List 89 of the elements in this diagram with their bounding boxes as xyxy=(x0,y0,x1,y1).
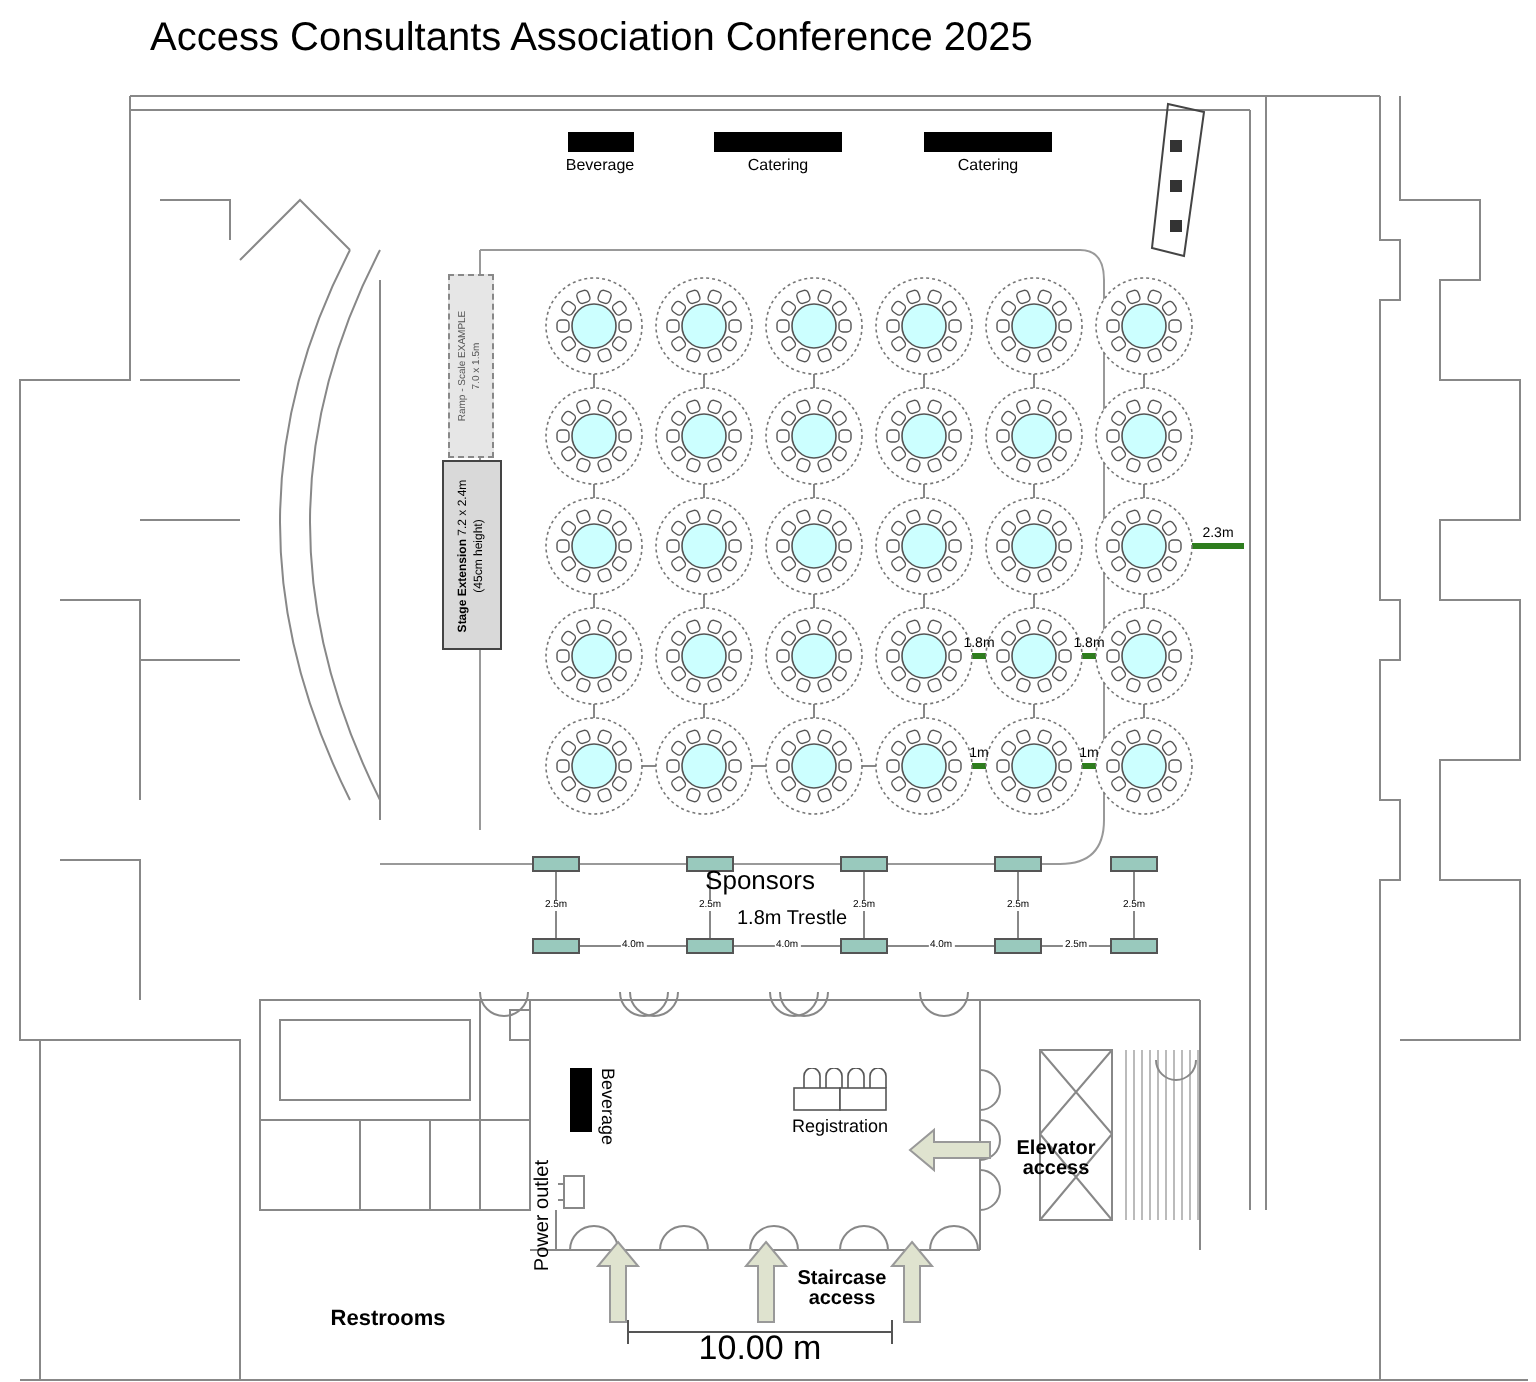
spacing-line xyxy=(1143,593,1145,609)
trestle-table xyxy=(532,856,580,872)
round-table-drawing xyxy=(654,276,754,376)
spacing-line xyxy=(579,945,687,947)
spacing-line xyxy=(813,483,815,499)
round-table-drawing xyxy=(654,716,754,816)
spacing-line xyxy=(813,593,815,609)
diagram-title: Access Consultants Association Conference 2025 xyxy=(150,14,1033,64)
round-table-drawing xyxy=(764,386,864,486)
area-label: 1.8m Trestle xyxy=(736,910,848,930)
round-table-drawing xyxy=(1094,716,1194,816)
round-table-drawing xyxy=(1094,386,1194,486)
round-table-drawing xyxy=(764,496,864,596)
counter-label: Beverage xyxy=(565,156,635,176)
ramp-area xyxy=(448,274,494,458)
spacing-line xyxy=(972,653,986,659)
round-table-drawing xyxy=(544,716,644,816)
round-table-drawing xyxy=(1094,276,1194,376)
area-label: Power outlet xyxy=(532,1160,556,1272)
spacing-line xyxy=(887,945,995,947)
round-table-drawing xyxy=(874,716,974,816)
spacing-line xyxy=(709,871,711,939)
round-table-drawing xyxy=(544,496,644,596)
round-table-drawing xyxy=(764,276,864,376)
area-label: Restrooms xyxy=(330,1309,446,1331)
spacing-line xyxy=(1033,373,1035,389)
spacing-line xyxy=(703,373,705,389)
spacing-line xyxy=(923,373,925,389)
round-table-drawing xyxy=(874,386,974,486)
spacing-line xyxy=(813,373,815,389)
round-table-drawing xyxy=(764,606,864,706)
spacing-line xyxy=(1082,763,1096,769)
area-label: Elevator access xyxy=(1014,1140,1098,1180)
trestle-table xyxy=(840,938,888,954)
spacing-line xyxy=(923,703,925,719)
spacing-line xyxy=(1017,871,1019,939)
spacing-line xyxy=(1143,373,1145,389)
round-table-drawing xyxy=(764,716,864,816)
trestle-table xyxy=(532,938,580,954)
area-label: 10.00 m xyxy=(698,1331,822,1365)
area-label: Staircase access xyxy=(795,1270,889,1310)
counter-label: Catering xyxy=(747,156,809,176)
stage-extension-block xyxy=(442,460,502,650)
spacing-line xyxy=(1192,543,1244,549)
round-table-drawing xyxy=(874,496,974,596)
round-table-drawing xyxy=(1094,496,1194,596)
round-table-drawing xyxy=(544,386,644,486)
round-table-drawing xyxy=(654,386,754,486)
desk-label: Registration xyxy=(791,1116,889,1138)
spacing-line xyxy=(923,593,925,609)
spacing-line xyxy=(1033,703,1035,719)
spacing-line xyxy=(1033,483,1035,499)
spacing-line xyxy=(593,593,595,609)
trestle-table xyxy=(1110,856,1158,872)
spacing-line xyxy=(703,483,705,499)
spacing-line xyxy=(923,483,925,499)
spacing-line xyxy=(555,871,557,939)
spacing-line xyxy=(593,483,595,499)
spacing-line xyxy=(863,871,865,939)
round-table-drawing xyxy=(544,606,644,706)
spacing-line xyxy=(593,703,595,719)
spacing-line xyxy=(1082,653,1096,659)
trestle-table xyxy=(686,856,734,872)
trestle-table xyxy=(840,856,888,872)
spacing-line xyxy=(972,763,986,769)
round-table-drawing xyxy=(984,716,1084,816)
spacing-line xyxy=(733,945,841,947)
trestle-table xyxy=(686,938,734,954)
trestle-table xyxy=(1110,938,1158,954)
spacing-line xyxy=(593,373,595,389)
round-table-drawing xyxy=(984,276,1084,376)
spacing-line xyxy=(1143,703,1145,719)
trestle-table xyxy=(994,856,1042,872)
trestle-table xyxy=(994,938,1042,954)
round-table-drawing xyxy=(874,276,974,376)
round-table-drawing xyxy=(654,606,754,706)
spacing-line xyxy=(1033,593,1035,609)
round-table-drawing xyxy=(984,496,1084,596)
round-table-drawing xyxy=(654,496,754,596)
spacing-line xyxy=(703,593,705,609)
counter-label: Catering xyxy=(957,156,1019,176)
spacing-line xyxy=(703,703,705,719)
spacing-line xyxy=(813,703,815,719)
counter-label: Beverage xyxy=(598,1068,618,1146)
spacing-line xyxy=(1143,483,1145,499)
section-heading: Sponsors xyxy=(705,867,815,893)
round-table-drawing xyxy=(984,386,1084,486)
round-table-drawing xyxy=(544,276,644,376)
spacing-line xyxy=(1133,871,1135,939)
